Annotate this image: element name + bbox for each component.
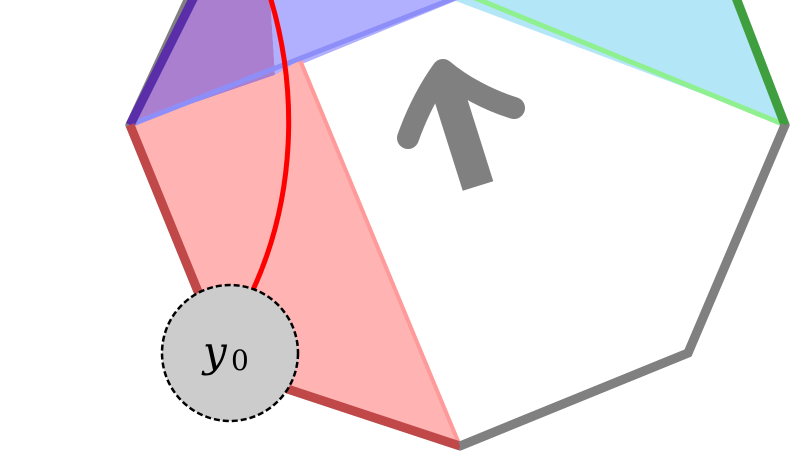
red-curve <box>249 0 292 294</box>
blue-boundary-edge <box>129 0 457 128</box>
node-subscript: 0 <box>231 344 249 377</box>
red-region <box>130 60 460 446</box>
arrow-icon <box>397 59 525 191</box>
green-boundary-edge <box>473 0 786 128</box>
node-label: y <box>201 327 228 376</box>
blue-region <box>270 0 458 75</box>
node-circle <box>160 283 300 423</box>
node-y0: y 0 <box>160 283 300 423</box>
gray-outer-edge <box>458 123 790 451</box>
purple-region <box>130 0 275 125</box>
red-diagonal-edge <box>298 59 462 447</box>
purple-outer-edge <box>125 0 198 128</box>
green-outer-edge <box>732 0 790 127</box>
